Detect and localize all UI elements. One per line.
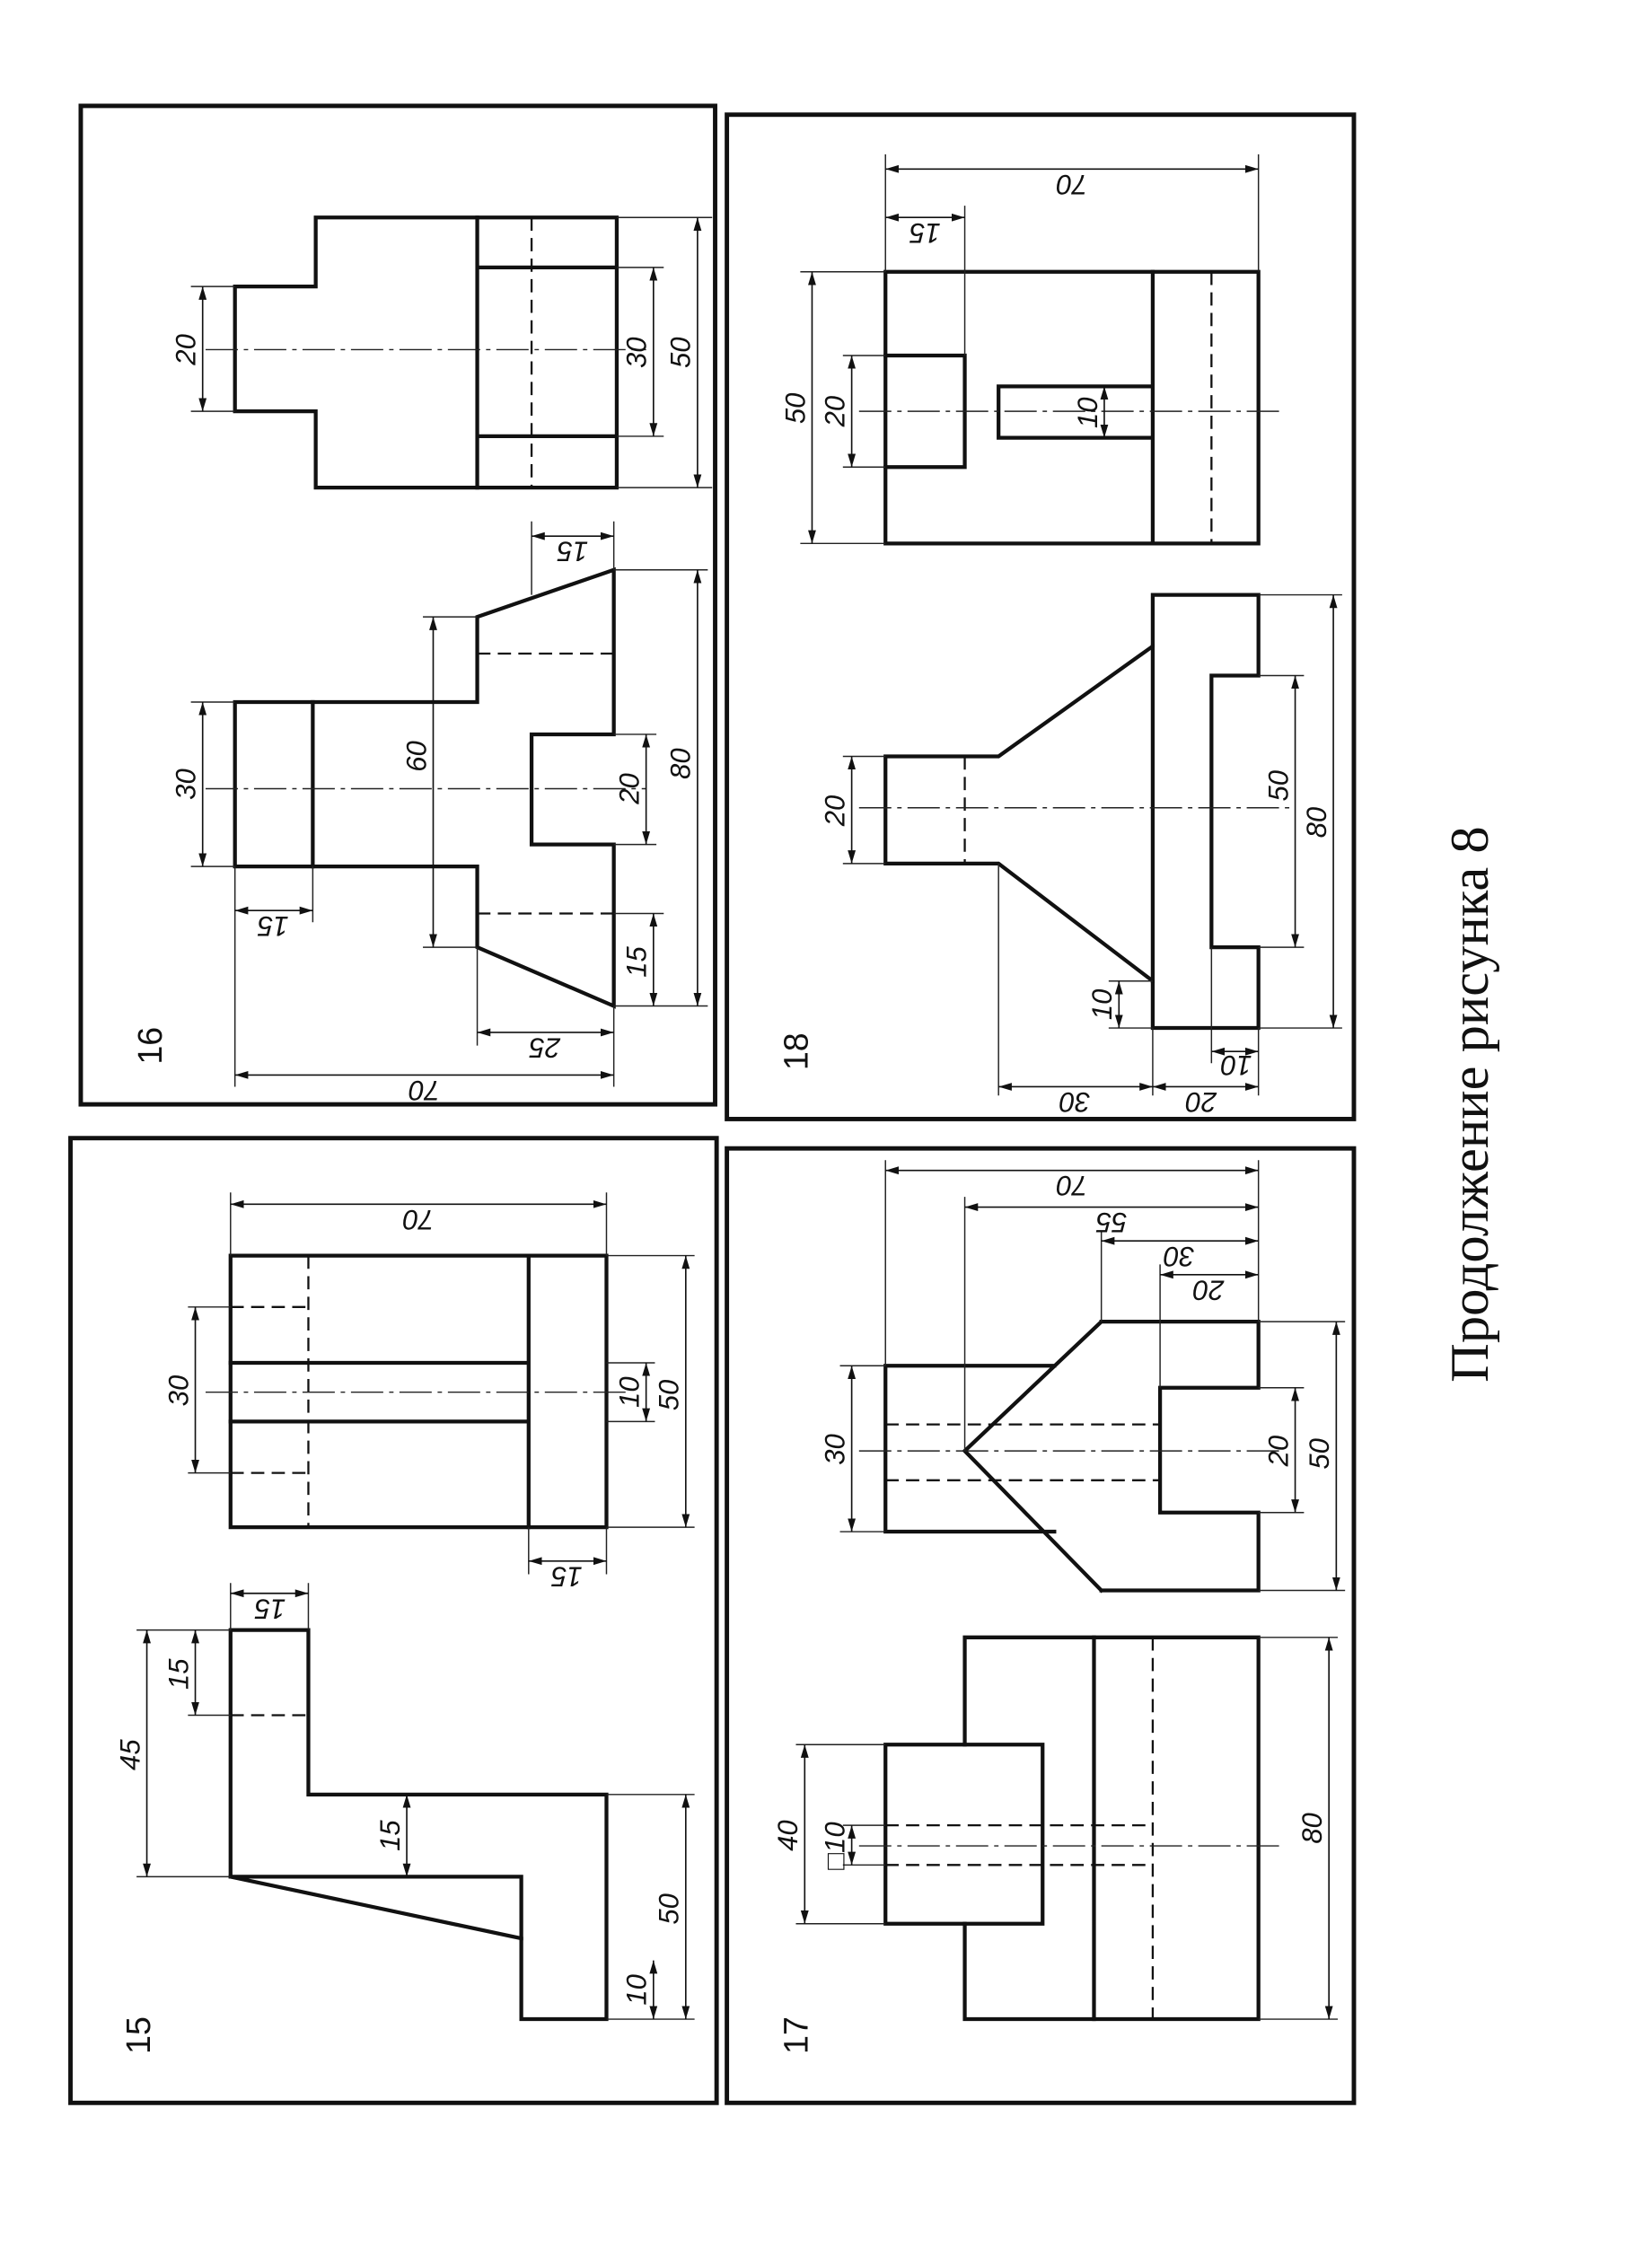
dimension-label: 20 bbox=[171, 333, 202, 365]
extension-lines bbox=[190, 521, 708, 1087]
extension-lines bbox=[842, 593, 1342, 1096]
hidden-line bbox=[230, 1255, 310, 1528]
dimension-label: 20 bbox=[819, 795, 850, 827]
extension-lines bbox=[190, 216, 713, 488]
figure-18: 15 70 50 20 10 20 50 80 10 30 20 10 18 bbox=[725, 112, 1357, 1121]
figure-frame-16 bbox=[78, 103, 717, 1107]
extension-lines bbox=[136, 1583, 695, 2020]
dimension-label: 15 bbox=[909, 217, 940, 249]
extension-lines bbox=[795, 1637, 1338, 2020]
dimension-label: 20 bbox=[1185, 1086, 1217, 1118]
dimension-label: 15 bbox=[621, 945, 653, 977]
dimension-label: 15 bbox=[254, 1593, 286, 1624]
dimension-label: 30 bbox=[819, 1433, 850, 1464]
figure-number: 16 bbox=[131, 1027, 169, 1065]
dimension-label: 55 bbox=[1095, 1207, 1127, 1238]
dimension-label: 80 bbox=[1301, 806, 1332, 838]
dimension-label: 10 bbox=[1086, 988, 1118, 1020]
extension-lines bbox=[188, 1192, 695, 1575]
dimension-label: 50 bbox=[779, 392, 811, 424]
figure-frame-17 bbox=[725, 1146, 1357, 2105]
hidden-line bbox=[885, 1637, 1155, 2020]
dimension-label: 20 bbox=[1192, 1274, 1225, 1305]
dimension-label: 30 bbox=[171, 769, 202, 800]
figure-frame-15 bbox=[68, 1136, 719, 2105]
dimension-label: 80 bbox=[1296, 1812, 1328, 1843]
dimension-label: 15 bbox=[557, 536, 588, 567]
figure-15: 30 70 10 50 15 45 15 15 15 50 10 15 bbox=[68, 1136, 719, 2105]
dimension-label: 25 bbox=[529, 1032, 561, 1064]
dimension-label: 70 bbox=[409, 1075, 440, 1106]
dimension-label: 80 bbox=[665, 748, 697, 779]
dimension-label: 50 bbox=[1304, 1437, 1335, 1469]
dimension-label: 15 bbox=[550, 1560, 582, 1592]
visible-edges bbox=[475, 215, 620, 490]
dimension-label: 20 bbox=[819, 395, 850, 427]
dimension-label: 15 bbox=[257, 910, 288, 942]
dimension-label: 30 bbox=[163, 1375, 194, 1406]
dimension-label: □10 bbox=[819, 1822, 850, 1870]
dimension-label: 15 bbox=[374, 1820, 406, 1851]
dimension-label: 10 bbox=[613, 1376, 645, 1408]
dimension-label: 50 bbox=[665, 337, 697, 368]
figure-number: 15 bbox=[119, 2016, 157, 2054]
visible-edges bbox=[228, 1875, 523, 1941]
dimension-label: 10 bbox=[621, 1973, 653, 2005]
figure-caption: Продолжение рисунка 8 bbox=[1440, 826, 1500, 1382]
dimension-label: 30 bbox=[1059, 1086, 1090, 1118]
figure-16: 20 30 50 15 30 60 20 80 15 15 25 70 16 bbox=[78, 103, 717, 1107]
visible-edges bbox=[228, 1253, 531, 1530]
outline-top-view bbox=[883, 269, 1261, 546]
dimension-label: 20 bbox=[1262, 1435, 1294, 1467]
visible-edges bbox=[962, 1635, 1096, 2022]
dimension-label: 30 bbox=[621, 337, 653, 368]
dimension-label: 50 bbox=[1262, 769, 1294, 801]
dimension-label: 20 bbox=[613, 772, 645, 804]
outline-front-view bbox=[228, 1628, 609, 2022]
extension-lines bbox=[839, 1160, 1346, 1592]
dimension-label: 70 bbox=[1056, 1170, 1087, 1201]
figure-17: 70 55 30 20 30 20 50 40 □10 80 17 bbox=[725, 1146, 1357, 2105]
dimension-label: 30 bbox=[1163, 1241, 1194, 1272]
dimension-label: 50 bbox=[654, 1893, 685, 1924]
outline-front-view bbox=[883, 593, 1261, 1031]
hidden-line bbox=[885, 1423, 1161, 1481]
figure-number: 17 bbox=[778, 2016, 815, 2054]
outline-top-view bbox=[228, 1253, 609, 1530]
hidden-line bbox=[477, 652, 614, 915]
outline-front-view bbox=[233, 566, 616, 1009]
outline-upper-view bbox=[883, 1319, 1261, 1594]
outline-lower-view bbox=[883, 1635, 1261, 2022]
visible-edges bbox=[883, 269, 1156, 546]
dimension-label: 45 bbox=[114, 1739, 145, 1770]
dimension-label: 70 bbox=[402, 1204, 434, 1235]
dimension-label: 15 bbox=[163, 1658, 194, 1690]
figure-number: 18 bbox=[778, 1032, 815, 1070]
outline-top-view bbox=[233, 215, 620, 490]
dimension-label: 40 bbox=[772, 1820, 804, 1851]
dimension-label: 50 bbox=[654, 1379, 685, 1410]
dimension-label: 60 bbox=[400, 740, 432, 771]
dimension-label: 10 bbox=[1220, 1050, 1252, 1081]
figure-frame-18 bbox=[725, 112, 1357, 1121]
dimension-label: 70 bbox=[1056, 169, 1087, 200]
dimension-label: 10 bbox=[1072, 397, 1103, 428]
extension-lines bbox=[800, 154, 1260, 545]
